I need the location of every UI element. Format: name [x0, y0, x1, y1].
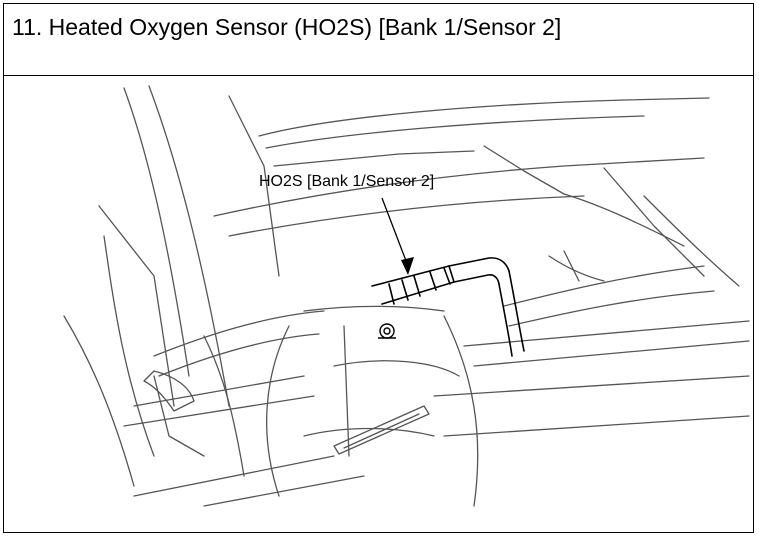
callout-label: HO2S [Bank 1/Sensor 2]: [259, 173, 434, 190]
page-frame: 11. Heated Oxygen Sensor (HO2S) [Bank 1/…: [3, 3, 754, 533]
header-bar: 11. Heated Oxygen Sensor (HO2S) [Bank 1/…: [4, 4, 753, 76]
component-illustration: HO2S [Bank 1/Sensor 2]: [4, 76, 753, 532]
page-title: 11. Heated Oxygen Sensor (HO2S) [Bank 1/…: [12, 14, 562, 40]
engine-line-drawing: HO2S [Bank 1/Sensor 2]: [63, 85, 750, 507]
callout-arrow: [381, 197, 414, 275]
ho2s-sensor: [371, 257, 525, 357]
engine-bay-sketch: [63, 85, 750, 507]
mounting-nut: [378, 323, 396, 339]
